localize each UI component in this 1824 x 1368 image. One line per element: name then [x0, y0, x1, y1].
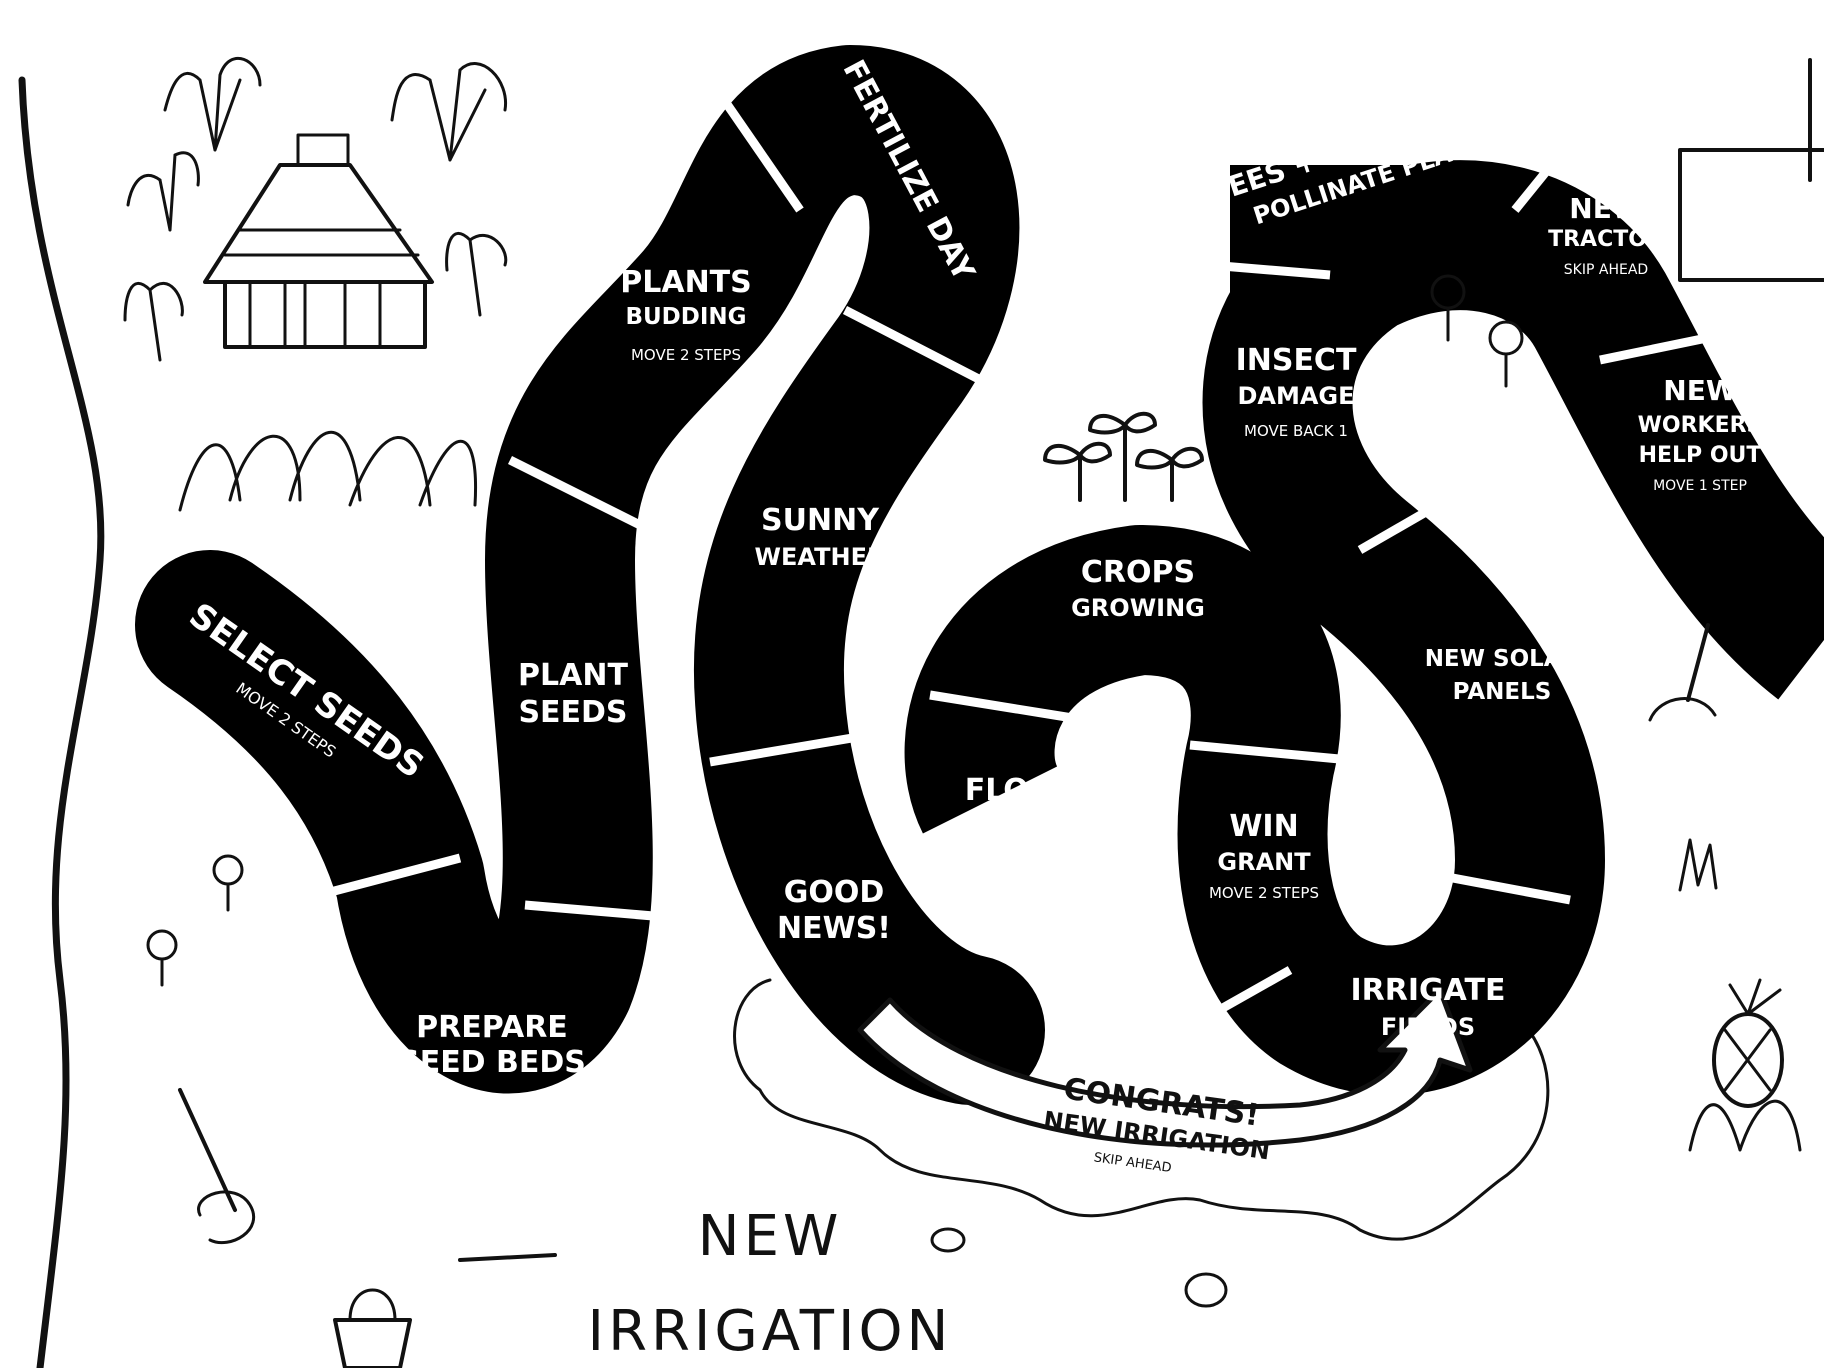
- square-new-workers: NEW WORKERS HELP OUT MOVE 1 STEP: [1638, 374, 1763, 494]
- square-title: PLANTS: [620, 265, 752, 300]
- square-win-grant: WIN GRANT MOVE 2 STEPS: [1209, 809, 1319, 902]
- square-title: SUNNY: [761, 503, 880, 538]
- square-subtitle: PANELS: [1453, 679, 1552, 705]
- square-subtitle: WEATHER: [755, 543, 886, 571]
- pineapple-icon: [1712, 978, 1784, 1108]
- square-subtitle: GRANT: [1217, 848, 1311, 876]
- square-title: NEW: [1569, 192, 1643, 225]
- flower-icon: [1430, 274, 1466, 342]
- square-subtitle: FIELDS: [1381, 1013, 1475, 1041]
- square-note: MOVE 1 STEP: [1653, 478, 1747, 494]
- square-subtitle: DAMAGE: [1237, 382, 1354, 410]
- square-title: PREPARE: [416, 1010, 568, 1045]
- square-title: NEW: [1663, 374, 1737, 407]
- square-new-solar-panels: NEW SOLAR PANELS: [1425, 646, 1580, 705]
- flower-icon: [212, 854, 244, 912]
- square-subtitle: BUDDING: [625, 304, 746, 330]
- hand-label-line-1: NEW: [698, 1204, 843, 1269]
- river-line: [18, 76, 105, 1368]
- square-title: FLOOD: [965, 773, 1079, 808]
- square-prepare-seed-beds: PREPARE SEED BEDS: [398, 1010, 586, 1080]
- square-title: PLANT: [518, 658, 628, 693]
- palm-tree-icon: [390, 62, 508, 162]
- square-irrigate-fields: IRRIGATE FIELDS: [1351, 973, 1506, 1041]
- square-sunny-weather: SUNNY WEATHER: [755, 503, 886, 571]
- bucket-icon: [333, 1288, 412, 1368]
- water-drop: [1184, 1272, 1228, 1308]
- square-title: GOOD: [784, 875, 885, 910]
- flower-icon: [1488, 320, 1524, 388]
- shortcut-label: CONGRATS! NEW IRRIGATION SKIP AHEAD: [1042, 1072, 1272, 1177]
- shovel-icon: [178, 1088, 256, 1245]
- square-plants-budding: PLANTS BUDDING MOVE 2 STEPS: [620, 265, 752, 364]
- square-good-news: GOOD NEWS!: [777, 875, 891, 946]
- palm-tree-icon: [163, 56, 262, 152]
- square-subtitle: NEWS!: [777, 911, 891, 946]
- square-plant-seeds: PLANT SEEDS: [518, 658, 628, 730]
- square-subtitle-2: HELP OUT: [1639, 443, 1762, 468]
- square-subtitle: DAMAGE: [963, 813, 1080, 841]
- square-dividers: [298, 62, 1771, 1026]
- shortcut-note: SKIP AHEAD: [1093, 1150, 1173, 1176]
- square-note: MOVE 2 STEPS: [1209, 884, 1319, 902]
- square-crops-growing: CROPS GROWING: [1071, 555, 1205, 622]
- square-subtitle: WORKERS: [1638, 413, 1763, 438]
- square-note: SKIP AHEAD: [1564, 262, 1648, 278]
- square-subtitle: SEEDS: [518, 695, 627, 730]
- palm-tree-icon: [123, 281, 184, 362]
- shovel-icon: [1648, 623, 1717, 722]
- shortcut-arrow: [857, 987, 1473, 1148]
- square-title: WIN: [1229, 809, 1298, 844]
- square-title: NEW SOLAR: [1425, 646, 1580, 672]
- sprout-icon: [1043, 411, 1204, 502]
- water-puddle: [733, 978, 1550, 1241]
- water-drop: [930, 1227, 966, 1253]
- signpost-icon: [1678, 58, 1824, 282]
- square-subtitle: TRACTOR: [1548, 227, 1664, 252]
- palm-tree-icon: [126, 151, 200, 232]
- square-title: IRRIGATE: [1351, 973, 1506, 1008]
- shovel-icon: [458, 1253, 557, 1262]
- square-note: MOVE 2 STEPS: [631, 346, 741, 364]
- hand-label-line-2: IRRIGATION: [588, 1299, 953, 1364]
- square-new-tractor: NEW TRACTOR SKIP AHEAD: [1548, 192, 1664, 278]
- square-insect-damage: INSECT DAMAGE MOVE BACK 1: [1236, 343, 1357, 440]
- grass-icon: [1678, 838, 1802, 1152]
- palm-tree-icon: [445, 231, 508, 317]
- square-subtitle: SEED BEDS: [398, 1045, 586, 1080]
- square-title: INSECT: [1236, 343, 1357, 378]
- square-title: CROPS: [1081, 555, 1195, 590]
- grass-icon: [178, 431, 478, 512]
- flower-icon: [146, 929, 178, 987]
- game-path: [135, 45, 1824, 1105]
- square-note: MOVE BACK 1: [1244, 422, 1348, 440]
- square-note: MOVE BACK 2: [970, 850, 1074, 868]
- square-subtitle: GROWING: [1071, 594, 1205, 622]
- square-flood-damage: FLOOD DAMAGE MOVE BACK 2: [963, 773, 1080, 868]
- house-icon: [203, 133, 434, 349]
